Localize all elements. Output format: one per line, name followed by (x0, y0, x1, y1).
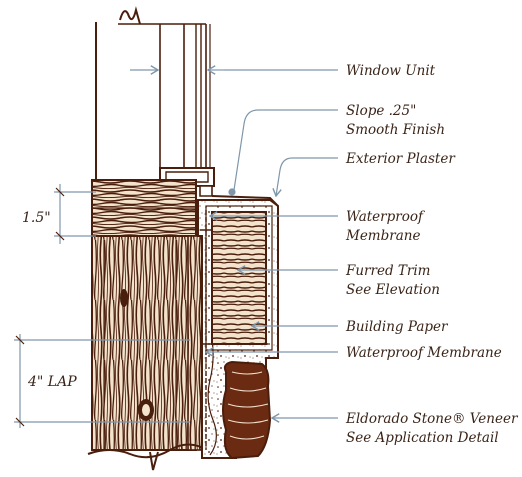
label-waterproof: Waterproof (346, 209, 425, 225)
label-stone-veneer: Eldorado Stone® Veneer (345, 411, 519, 427)
label-waterproof-membrane: Waterproof Membrane (346, 345, 502, 361)
label-building-paper: Building Paper (345, 319, 449, 335)
dimension-top-label: 1.5" (22, 210, 51, 226)
furred-trim (200, 205, 273, 351)
stone-veneer (222, 360, 272, 460)
label-window-unit: Window Unit (346, 63, 436, 79)
dimension-lap-label: 4" LAP (27, 374, 77, 390)
leader-lines (130, 70, 338, 418)
label-furred-trim: Furred Trim (345, 263, 430, 279)
dimension-top (54, 184, 96, 244)
label-application-detail: See Application Detail (346, 430, 499, 446)
label-smooth-finish: Smooth Finish (346, 122, 445, 138)
window-unit (95, 6, 215, 197)
label-see-elevation: See Elevation (346, 282, 440, 298)
label-exterior-plaster: Exterior Plaster (345, 151, 456, 167)
dimension-lap (14, 334, 190, 428)
label-membrane: Membrane (345, 228, 420, 244)
wood-framing (87, 179, 211, 471)
label-slope: Slope .25" (346, 103, 416, 119)
